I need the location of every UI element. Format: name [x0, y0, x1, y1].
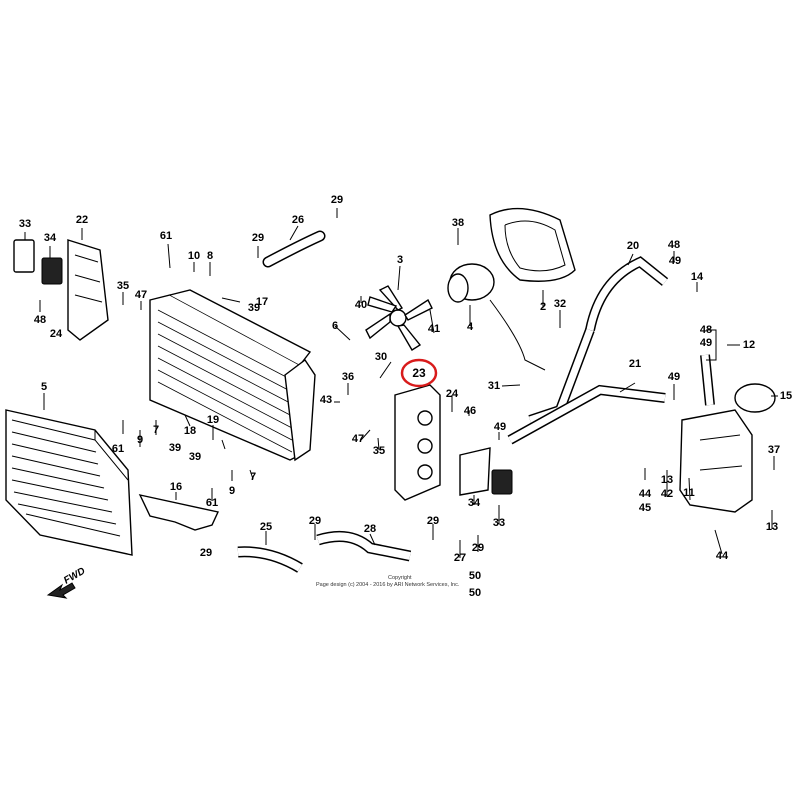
part-callout-50: 50 [469, 587, 481, 599]
part-callout-49: 49 [700, 337, 712, 349]
part-callout-28: 28 [364, 523, 376, 535]
part-callout-39: 39 [189, 451, 201, 463]
part-callout-31: 31 [488, 380, 500, 392]
part-callout-29: 29 [472, 542, 484, 554]
part-callout-48: 48 [668, 239, 680, 251]
part-callout-13: 13 [661, 474, 673, 486]
part-callout-42: 42 [661, 488, 673, 500]
part-callout-30: 30 [375, 351, 387, 363]
part-callout-35: 35 [117, 280, 129, 292]
part-callout-26: 26 [292, 214, 304, 226]
part-callout-27: 27 [454, 552, 466, 564]
part-callout-7: 7 [250, 471, 256, 483]
part-callout-33: 33 [493, 517, 505, 529]
radiator-grille [5, 409, 133, 556]
part-callout-4: 4 [467, 321, 474, 333]
hose-26 [262, 230, 326, 268]
part-callout-61: 61 [206, 497, 218, 509]
part-callout-29: 29 [200, 547, 212, 559]
cover-plate [459, 447, 513, 496]
part-callout-40: 40 [355, 299, 367, 311]
part-callout-38: 38 [452, 217, 464, 229]
copyright-line-1: Copyright [388, 575, 412, 581]
part-callout-61: 61 [112, 443, 124, 455]
part-callout-32: 32 [554, 298, 566, 310]
hose-21 [507, 384, 666, 445]
part-callout-45: 45 [639, 502, 651, 514]
part-callout-29: 29 [252, 232, 264, 244]
part-callout-50: 50 [469, 570, 481, 582]
part-callout-10: 10 [188, 250, 200, 262]
part-callout-48: 48 [700, 324, 712, 336]
part-callout-3: 3 [397, 254, 403, 266]
part-callout-29: 29 [331, 194, 343, 206]
bracket-16 [138, 494, 220, 531]
part-callout-2: 2 [540, 301, 546, 313]
reserve-tank [679, 383, 776, 513]
part-callout-highlighted: 23 [412, 366, 426, 380]
part-callout-9: 9 [229, 485, 235, 497]
part-callout-9: 9 [137, 434, 143, 446]
part-callout-48: 48 [34, 314, 46, 326]
part-callout-12: 12 [743, 339, 755, 351]
part-callout-22: 22 [76, 214, 88, 226]
part-callout-6: 6 [332, 320, 338, 332]
part-callout-7: 7 [153, 424, 159, 436]
fwd-label: FWD [62, 566, 87, 587]
part-callout-47: 47 [135, 289, 147, 301]
part-callout-49: 49 [669, 255, 681, 267]
fan-motor [447, 263, 546, 371]
part-callout-44: 44 [639, 488, 652, 500]
cooling-fan [365, 285, 433, 351]
part-callout-5: 5 [41, 381, 47, 393]
part-callout-61: 61 [160, 230, 172, 242]
part-callout-41: 41 [428, 323, 440, 335]
part-callout-34: 34 [44, 232, 57, 244]
part-callout-25: 25 [260, 521, 272, 533]
part-callout-33: 33 [19, 218, 31, 230]
part-callout-14: 14 [691, 271, 704, 283]
fan-shroud [489, 207, 576, 282]
rubber-pad-top [13, 239, 63, 285]
part-callout-44: 44 [716, 550, 729, 562]
part-callout-11: 11 [683, 487, 695, 499]
part-callout-29: 29 [309, 515, 321, 527]
part-callout-17: 17 [256, 296, 268, 308]
part-callout-18: 18 [184, 425, 196, 437]
part-callout-29: 29 [427, 515, 439, 527]
leader-lines [24, 208, 778, 558]
part-callout-36: 36 [342, 371, 354, 383]
part-callout-24: 24 [446, 388, 459, 400]
part-callout-20: 20 [627, 240, 639, 252]
part-callout-16: 16 [170, 481, 182, 493]
part-callout-39: 39 [248, 302, 260, 314]
part-callout-46: 46 [464, 405, 476, 417]
part-callout-47: 47 [352, 433, 364, 445]
part-callout-19: 19 [207, 414, 219, 426]
part-callout-49: 49 [668, 371, 680, 383]
highlight-ring [400, 358, 438, 388]
part-callout-35: 35 [373, 445, 385, 457]
part-callout-37: 37 [768, 444, 780, 456]
part-callout-15: 15 [780, 390, 792, 402]
part-callout-49: 49 [494, 421, 506, 433]
thermostat-housing [394, 384, 441, 501]
part-callout-39: 39 [169, 442, 181, 454]
part-callout-34: 34 [468, 497, 481, 509]
part-callout-21: 21 [629, 358, 641, 370]
hose-12 [700, 354, 715, 406]
radiator-core [149, 289, 316, 462]
part-callout-24: 24 [50, 328, 63, 340]
copyright-line-2: Page design (c) 2004 - 2016 by ARI Netwo… [316, 582, 460, 588]
side-shroud [67, 239, 109, 341]
part-callout-43: 43 [320, 394, 332, 406]
hose-28 [316, 530, 412, 562]
fwd-arrow [46, 582, 76, 599]
part-callout-13: 13 [766, 521, 778, 533]
part-callout-8: 8 [207, 250, 213, 262]
hose-25 [237, 546, 303, 573]
